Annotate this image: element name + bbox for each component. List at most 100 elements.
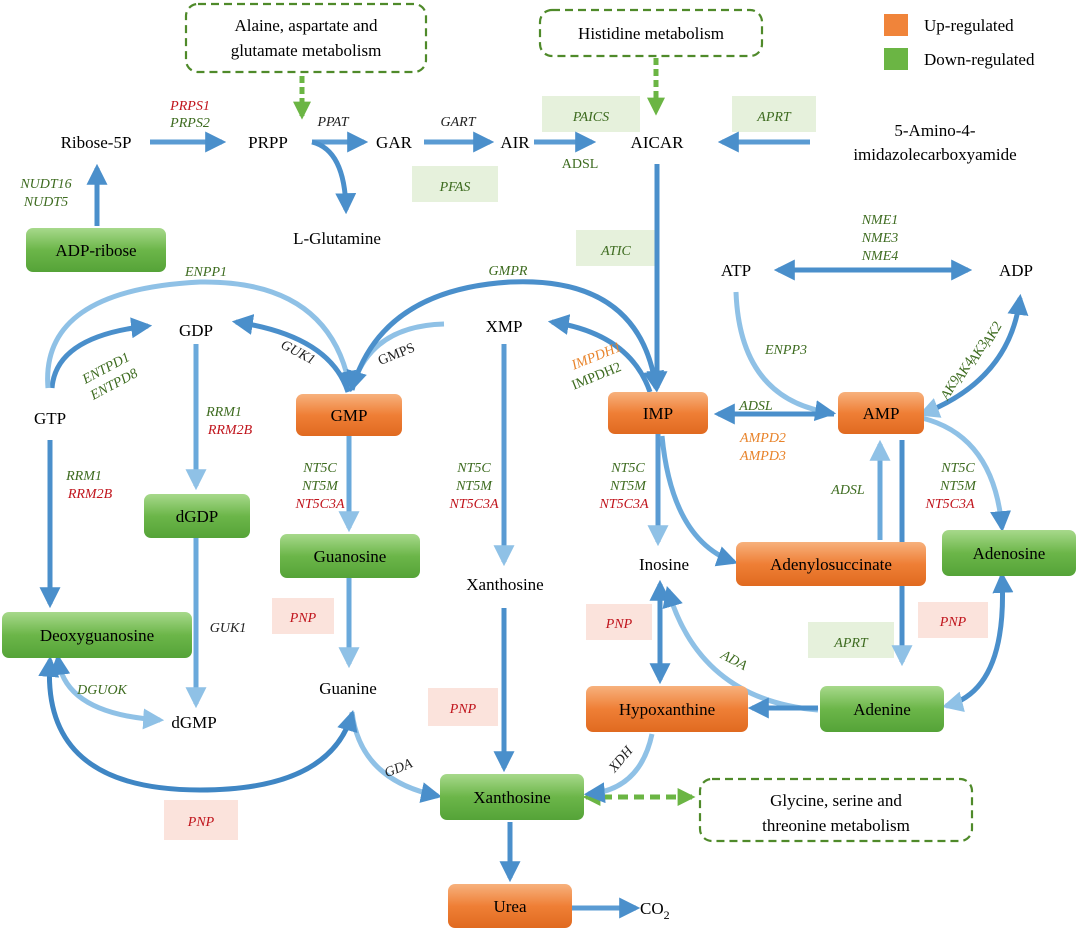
enz-adsl-mid: ADSL [738, 399, 773, 414]
pnp-a-highlight [272, 598, 334, 634]
box-adenosine [942, 530, 1076, 576]
enz-enpp3: ENPP3 [764, 343, 807, 358]
pathway-histidine-label: Histidine metabolism [578, 24, 724, 43]
met-dgmp: dGMP [171, 713, 216, 732]
pnp-b-highlight [586, 604, 652, 640]
enz-nt5c-c: NT5C [610, 461, 645, 476]
enz-gart: GART [441, 115, 477, 130]
enz-ada: ADA [717, 647, 749, 674]
met-amino-line2: imidazolecarboxyamide [853, 145, 1016, 164]
pathway-glycine-box [698, 777, 974, 843]
arrow-imp-adenylosuccinate [659, 435, 738, 567]
enz-nt5c-b: NT5C [456, 461, 491, 476]
box-gmp-label: GMP [331, 406, 368, 425]
pnp-e-highlight [164, 800, 238, 840]
met-prpp: PRPP [248, 133, 288, 152]
pfas-highlight [412, 166, 498, 202]
box-adenylosuccinate [736, 542, 926, 586]
pathway-histidine-box [538, 8, 764, 58]
legend-down-label: Down-regulated [924, 50, 1035, 69]
legend-up-label: Up-regulated [924, 16, 1014, 35]
enz-guk1-top: GUK1 [278, 338, 317, 368]
box-urea-label: Urea [493, 897, 526, 916]
arrow-imp-xmp [547, 314, 653, 393]
enz-pnp-d: PNP [449, 702, 477, 717]
enz-nt5c-a: NT5C [302, 461, 337, 476]
arrow-atp-amp [733, 291, 837, 422]
met-aicar: AICAR [631, 133, 685, 152]
enz-nt5c3a-a: NT5C3A [294, 497, 344, 512]
box-guanosine-label: Guanosine [314, 547, 387, 566]
met-gar: GAR [376, 133, 413, 152]
box-hypoxanthine-label: Hypoxanthine [619, 700, 715, 719]
enz-ppat: PPAT [316, 115, 349, 130]
met-xanthosine-free: Xanthosine [466, 575, 543, 594]
box-adp-ribose-label: ADP-ribose [55, 241, 136, 260]
enz-nt5m-c: NT5M [609, 479, 647, 494]
enz-pnp-c: PNP [939, 615, 967, 630]
enz-nt5c-d: NT5C [940, 461, 975, 476]
arrow-gmp-gdp [231, 314, 351, 393]
arrow-guanine-xanthosine [349, 711, 443, 803]
arrow-adenosine-adenine [941, 571, 1014, 712]
box-imp-label: IMP [643, 404, 673, 423]
enz-guk1-low: GUK1 [210, 621, 247, 636]
met-gdp: GDP [179, 321, 213, 340]
box-hypoxanthine [586, 686, 748, 732]
enz-rrm2b-a: RRM2B [207, 423, 253, 438]
enz-nt5m-b: NT5M [455, 479, 493, 494]
enz-ampd2: AMPD2 [739, 431, 786, 446]
enz-prps1: PRPS1 [169, 99, 210, 114]
met-atp: ATP [721, 261, 751, 280]
pathway-glycine-line1: Glycine, serine and [770, 791, 902, 810]
legend-up-swatch [884, 14, 908, 36]
pathway-alanine-box [184, 2, 428, 74]
enz-nudt16: NUDT16 [19, 177, 71, 192]
arrow-prpp-lglutamine [311, 139, 357, 215]
enz-pfas: PFAS [439, 180, 471, 195]
met-adp: ADP [999, 261, 1033, 280]
met-inosine: Inosine [639, 555, 689, 574]
enz-gmpr: GMPR [489, 264, 528, 279]
enz-aprt-top: APRT [756, 110, 792, 125]
box-adenine-label: Adenine [853, 700, 911, 719]
met-co2-subscript: 2 [664, 908, 670, 922]
enz-nt5m-d: NT5M [939, 479, 977, 494]
arrow-gmp-imp-gmpr [349, 279, 665, 393]
enz-rrm1-a: RRM1 [205, 405, 242, 420]
enz-rrm2b-b: RRM2B [67, 487, 113, 502]
met-co2: CO2 [640, 899, 670, 922]
box-adp-ribose [26, 228, 166, 272]
legend-down-swatch [884, 48, 908, 70]
enz-nt5c3a-d: NT5C3A [924, 497, 974, 512]
enz-adsl-top: ADSL [562, 157, 599, 172]
met-guanine: Guanine [319, 679, 377, 698]
enz-prps2: PRPS2 [169, 116, 210, 131]
met-co2-main: CO [640, 899, 664, 918]
met-amino-line1: 5-Amino-4- [894, 121, 976, 140]
met-air: AIR [500, 133, 530, 152]
aprt-low-highlight [808, 622, 894, 658]
enz-nme1: NME1 [861, 213, 899, 228]
box-amp [838, 392, 924, 434]
enz-enpp1: ENPP1 [184, 265, 227, 280]
box-dgdp [144, 494, 250, 538]
reaction-arrows [38, 131, 1029, 919]
arrow-amp-adp [918, 293, 1029, 418]
arrow-gtp-gdp [49, 317, 153, 389]
met-ribose5p: Ribose-5P [61, 133, 132, 152]
box-xanthosine [440, 774, 584, 820]
enz-rrm1-b: RRM1 [65, 469, 102, 484]
enz-atic: ATIC [600, 244, 631, 259]
enz-gda: GDA [383, 756, 416, 781]
enz-pnp-b: PNP [605, 617, 633, 632]
aprt-top-highlight [732, 96, 816, 132]
met-xmp: XMP [486, 317, 523, 336]
box-dgdp-label: dGDP [176, 507, 219, 526]
arrow-gtp-gmp-enpp1 [45, 279, 358, 393]
atic-highlight [576, 230, 656, 266]
arrow-deoxyguanosine-guanine [38, 655, 358, 793]
met-lglutamine: L-Glutamine [293, 229, 381, 248]
enz-adsl-low: ADSL [830, 483, 865, 498]
